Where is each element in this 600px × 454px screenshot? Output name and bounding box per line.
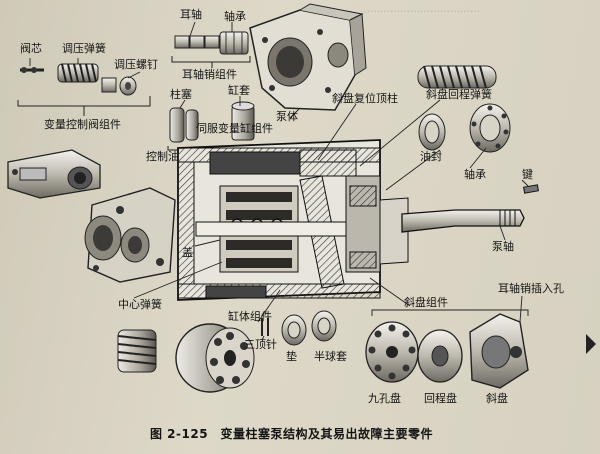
- label-ear-shaft: 耳轴: [180, 8, 202, 21]
- adjust-screw-part: [101, 76, 137, 96]
- label-control-oil: 控制油: [146, 150, 179, 163]
- label-ear-pin-assembly: 耳轴销组件: [182, 68, 237, 81]
- right-bearing-part: [469, 103, 511, 153]
- adjust-spring-part: [57, 63, 99, 83]
- label-pump-body: 泵体: [276, 110, 298, 123]
- label-valve-core: 阀芯: [20, 42, 42, 55]
- ear-shaft-part: [174, 35, 220, 49]
- label-swash-plate-assembly: 斜盘组件: [404, 296, 448, 309]
- oil-seal-part: [418, 113, 446, 151]
- label-center-spring: 中心弹簧: [118, 298, 162, 311]
- label-servo-cylinder-assembly: 伺服变量缸组件: [196, 122, 273, 135]
- half-ball-sleeve-part: [311, 310, 337, 342]
- label-pump-shaft: 泵轴: [492, 240, 514, 253]
- return-plate-part: [417, 329, 463, 383]
- label-adjust-spring: 调压弹簧: [62, 42, 106, 55]
- label-top-bearing: 轴承: [224, 10, 246, 23]
- pump-shaft-part: [401, 209, 525, 233]
- control-valve-housing: [7, 149, 101, 199]
- label-ear-pin-insert-hole: 耳轴销插入孔: [498, 282, 564, 295]
- label-nine-hole-plate: 九孔盘: [368, 392, 401, 405]
- top-bearing-part: [219, 31, 249, 55]
- label-adjust-screw: 调压螺钉: [114, 58, 158, 71]
- nine-hole-plate-part: [365, 321, 419, 383]
- swash-return-spring-part: [417, 65, 497, 89]
- pump-body-part: [249, 3, 367, 111]
- pump-cutaway-assembly: [177, 139, 409, 301]
- label-gasket: 垫: [286, 350, 297, 363]
- label-three-pins: 三顶针: [244, 338, 277, 351]
- figure-caption: 图 2-125 变量柱塞泵结构及其易出故障主要零件: [150, 427, 434, 441]
- label-cover: 盖: [182, 246, 193, 259]
- valve-core-part: [20, 67, 44, 73]
- cylinder-block-part: [175, 323, 255, 393]
- center-spring-part: [117, 329, 157, 373]
- label-cylinder-sleeve: 缸套: [228, 84, 250, 97]
- label-variable-valve-assembly: 变量控制阀组件: [44, 118, 121, 131]
- label-swash-return-spring: 斜盘回程弹簧: [426, 88, 492, 101]
- label-right-bearing: 轴承: [464, 168, 486, 181]
- label-return-plate: 回程盘: [424, 392, 457, 405]
- label-plunger: 柱塞: [170, 88, 192, 101]
- gasket-part: [281, 314, 307, 346]
- key-part: [523, 184, 539, 194]
- leader-lines: [29, 21, 529, 341]
- end-cover-part: [84, 187, 176, 283]
- label-swash-reset-rod: 斜盘复位顶柱: [332, 92, 398, 105]
- cylinder-sleeve-part: [231, 101, 255, 141]
- label-oil-seal: 油封: [420, 150, 442, 163]
- label-key: 键: [522, 168, 533, 181]
- background-text: ………………………………: [360, 4, 480, 15]
- three-pins-part: [261, 318, 269, 336]
- plunger-part: [169, 107, 199, 143]
- label-half-ball-sleeve: 半球套: [314, 350, 347, 363]
- label-swash-plate: 斜盘: [486, 392, 508, 405]
- swash-plate-part: [469, 313, 529, 389]
- label-cylinder-assembly: 缸体组件: [228, 310, 272, 323]
